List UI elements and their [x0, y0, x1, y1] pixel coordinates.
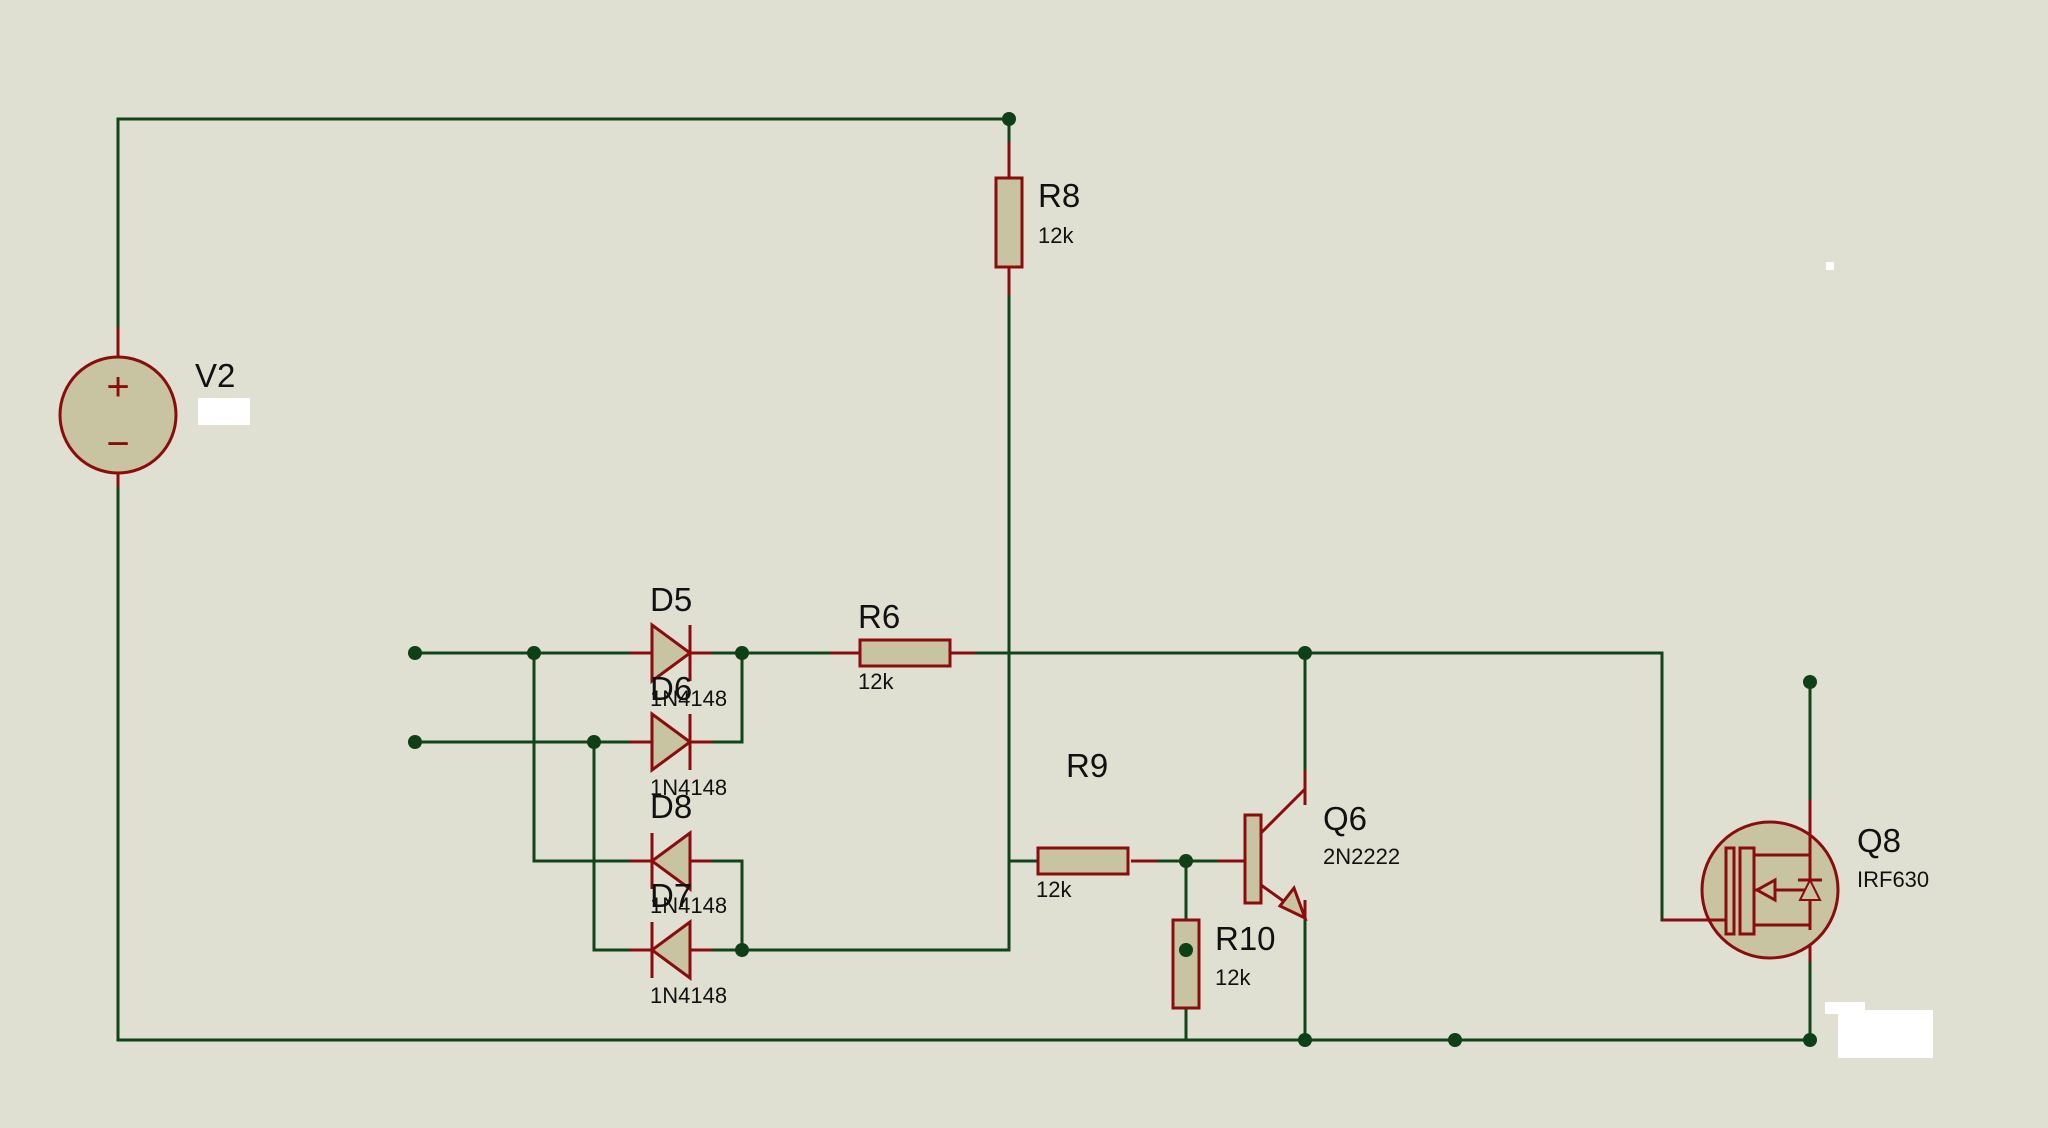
- junction-ground-q8[interactable]: [1803, 1033, 1817, 1047]
- resistor-r8[interactable]: R8 12k: [994, 176, 1080, 269]
- r6-value-label: 12k: [858, 669, 894, 694]
- wire-r8-down[interactable]: [740, 293, 1011, 952]
- wires: [116, 117, 1812, 1042]
- d6-value-label: 1N4148: [650, 775, 727, 800]
- d8-value-label: 1N4148: [650, 893, 727, 918]
- q6-ref-label: Q6: [1323, 800, 1367, 837]
- wire-r6-node[interactable]: [973, 651, 1712, 922]
- d5-ref-label: D5: [650, 581, 692, 618]
- terminal-q8-drain[interactable]: [1803, 675, 1817, 689]
- junctions: [408, 112, 1817, 1047]
- junction-d5-out[interactable]: [735, 646, 749, 660]
- diode-d6[interactable]: D6 1N4148: [650, 670, 727, 800]
- r10-value-label: 12k: [1215, 965, 1251, 990]
- r9-value-label: 12k: [1036, 877, 1072, 902]
- junction-top-r8[interactable]: [1002, 112, 1016, 126]
- junction-r10-top[interactable]: [1179, 943, 1193, 957]
- transistor-q6[interactable]: Q6 2N2222: [1243, 770, 1400, 921]
- q6-value-label: 2N2222: [1323, 844, 1400, 869]
- r10-ref-label: R10: [1215, 920, 1276, 957]
- terminal-input-1[interactable]: [408, 646, 422, 660]
- wire-ground-rail[interactable]: [116, 485, 1812, 1042]
- diode-d7[interactable]: D7 1N4148: [649, 877, 727, 1008]
- wire-in2-d7[interactable]: [592, 740, 632, 952]
- q8-ref-label: Q8: [1857, 822, 1901, 859]
- wire-top-rail[interactable]: [116, 117, 1011, 329]
- d6-ref-label: D6: [650, 670, 692, 707]
- junction-ground-mid[interactable]: [1448, 1033, 1462, 1047]
- voltage-source-v2[interactable]: + − V2: [58, 355, 250, 475]
- junction-in1-branch[interactable]: [527, 646, 541, 660]
- d8-ref-label: D8: [650, 788, 692, 825]
- r8-ref-label: R8: [1038, 177, 1080, 214]
- junction-d7-return[interactable]: [735, 943, 749, 957]
- obscured-label-area: [1825, 262, 1933, 1058]
- d7-ref-label: D7: [650, 877, 692, 914]
- d5-value-label: 1N4148: [650, 686, 727, 711]
- mosfet-q8[interactable]: Q8 IRF630: [1700, 820, 1929, 960]
- resistor-r9[interactable]: R9 12k: [1036, 747, 1130, 902]
- resistor-r10[interactable]: R10 12k: [1171, 918, 1276, 1010]
- r8-value-label: 12k: [1038, 223, 1074, 248]
- resistor-r6[interactable]: R6 12k: [858, 598, 952, 694]
- pin-stubs: [116, 142, 1812, 1010]
- wire-d5-d6-out[interactable]: [710, 651, 744, 744]
- junction-in2-branch[interactable]: [587, 735, 601, 749]
- junction-ground-q6[interactable]: [1298, 1033, 1312, 1047]
- wire-in1-d8[interactable]: [532, 651, 632, 863]
- v2-value-obscured: [198, 398, 250, 425]
- junction-base-node[interactable]: [1179, 854, 1193, 868]
- diode-d8[interactable]: D8 1N4148: [649, 788, 727, 918]
- q8-value-label: IRF630: [1857, 867, 1929, 892]
- v2-ref-label: V2: [195, 357, 235, 394]
- r6-ref-label: R6: [858, 598, 900, 635]
- diode-d5[interactable]: D5 1N4148: [650, 581, 727, 711]
- terminal-input-2[interactable]: [408, 735, 422, 749]
- v2-plus-symbol: +: [106, 365, 129, 409]
- v2-minus-symbol: −: [106, 422, 129, 466]
- wire-d8-right[interactable]: [710, 859, 744, 952]
- junction-collector-node[interactable]: [1298, 646, 1312, 660]
- d7-value-label: 1N4148: [650, 983, 727, 1008]
- r9-ref-label: R9: [1066, 747, 1108, 784]
